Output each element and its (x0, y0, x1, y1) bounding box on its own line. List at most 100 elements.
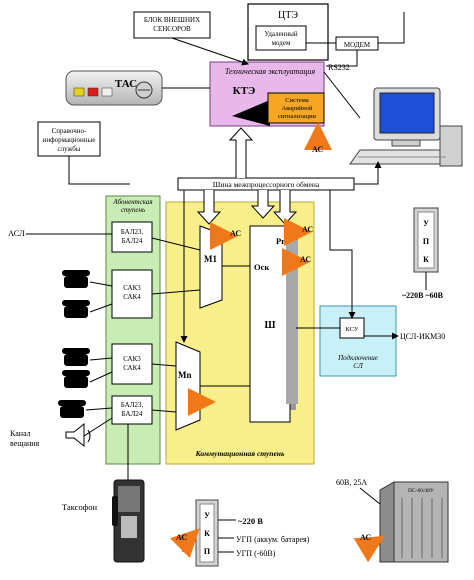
svg-text:Аварийной: Аварийной (282, 105, 313, 112)
svg-text:службы: службы (57, 145, 80, 153)
sak-mn-line (151, 363, 177, 367)
bus-pc-line (354, 161, 382, 185)
svg-text:БЛОК ВНЕШНИХ: БЛОК ВНЕШНИХ (144, 16, 200, 24)
svg-text:Коммутационная ступень: Коммутационная ступень (195, 449, 285, 458)
tse-block: ЦТЭ Удаленный модем (247, 3, 329, 61)
svg-text:БАЛ23,: БАЛ23, (121, 401, 144, 409)
trunk-connection-stage: Подключение СЛ КСУ (319, 305, 397, 377)
kte-block: Техническая эксплуатация КТЭ Система Ава… (209, 61, 325, 127)
svg-text:ступень: ступень (121, 206, 145, 214)
interprocessor-bus: Шина межпроцессорного обмена (177, 177, 355, 191)
svg-text:Канал: Канал (10, 429, 31, 438)
svg-text:САК3: САК3 (123, 284, 141, 292)
csl-label: ЦСЛ-ИКМ30 (400, 332, 445, 341)
external-sensors-block: БЛОК ВНЕШНИХ СЕНСОРОВ (133, 11, 211, 39)
svg-text:СЕНСОРОВ: СЕНСОРОВ (153, 25, 191, 33)
svg-text:ТАС: ТАС (115, 78, 137, 90)
svg-text:САК4: САК4 (123, 364, 141, 372)
modem-rs232-line (326, 50, 358, 67)
rs232-label: RS232 (328, 63, 350, 72)
bal-module-1: БАЛ23, БАЛ24 (111, 221, 153, 253)
svg-text:информационные: информационные (43, 136, 96, 144)
svg-text:Абонентская: Абонентская (112, 198, 152, 206)
svg-text:АС: АС (300, 255, 311, 264)
telephone-icon (62, 300, 90, 318)
phone-line (89, 281, 113, 287)
switching-field: Ш Оск (249, 225, 298, 423)
svg-text:САК3: САК3 (123, 355, 141, 363)
svg-text:БАЛ24: БАЛ24 (122, 410, 143, 418)
svg-text:К: К (204, 529, 210, 538)
upk-unit: У П К (413, 207, 439, 273)
svg-text:П: П (204, 547, 211, 556)
svg-text:ЦТЭ: ЦТЭ (278, 10, 298, 21)
svg-text:АС: АС (312, 145, 323, 154)
svg-text:КСУ: КСУ (345, 326, 358, 333)
svg-text:БАЛ24: БАЛ24 (122, 237, 143, 245)
ugp-60v-label: УГП (-60В) (236, 549, 276, 558)
svg-text:Техническая эксплуатация: Техническая эксплуатация (225, 67, 316, 76)
phone-line (89, 371, 113, 383)
reference-services-block: Справочно- информационные службы (37, 121, 101, 157)
ps-rating-line (359, 487, 381, 505)
svg-text:вещания: вещания (10, 439, 40, 448)
svg-text:Mn: Mn (178, 370, 192, 380)
svg-text:сигнализации: сигнализации (278, 113, 317, 120)
ukp-unit: У К П (195, 499, 219, 567)
osk-ac-input: АС (282, 248, 311, 276)
svg-text:У: У (204, 511, 210, 520)
svg-text:АС: АС (360, 533, 371, 542)
payphone-icon (112, 479, 145, 563)
tas-device: ТАС (65, 70, 163, 106)
phone-line (85, 407, 113, 411)
sensors-kte-line (171, 37, 249, 66)
phone-line (89, 303, 113, 313)
telephone-icon (62, 370, 90, 388)
bal-mn-line (151, 409, 177, 413)
computer-icon (349, 87, 463, 167)
svg-text:П: П (423, 237, 430, 246)
svg-text:САК4: САК4 (123, 293, 141, 301)
ukp-ac-input: АС (169, 528, 200, 559)
kte-pc-line (323, 71, 361, 119)
ukp-power-label: ~220 В (238, 516, 263, 526)
broadcast-channel: Канал вещания (10, 417, 113, 448)
svg-text:M1: M1 (204, 254, 217, 264)
phone-line (89, 357, 113, 361)
svg-text:АС: АС (176, 533, 187, 542)
pvz-block: Рвз (276, 236, 290, 246)
svg-text:Шина межпроцессорного обмена: Шина межпроцессорного обмена (213, 180, 320, 189)
bus-kte-arrow (228, 127, 254, 178)
svg-text:К: К (423, 255, 429, 264)
bal-m1-line (151, 237, 201, 251)
svg-text:АС: АС (230, 229, 241, 238)
alarm-ac-input: АС (304, 122, 332, 154)
svg-text:МОДЕМ: МОДЕМ (344, 41, 371, 49)
ps-rating-label: 60В, 25А (336, 478, 367, 487)
svg-text:БАЛ23,: БАЛ23, (121, 228, 144, 236)
sak-module-2: САК3 САК4 (111, 343, 153, 385)
svg-text:АС: АС (302, 225, 313, 234)
telephone-icon (62, 270, 90, 288)
modem-pc-line (378, 12, 405, 44)
asl-label: АСЛ (8, 228, 25, 238)
bal-module-2: БАЛ23, БАЛ24 (111, 395, 153, 425)
mn-ac-input (188, 388, 216, 416)
payphone-label: Таксофон (62, 502, 97, 512)
multiplexer-mn: Mn (175, 341, 201, 431)
svg-text:Подключение: Подключение (337, 354, 378, 362)
svg-text:модем: модем (272, 39, 291, 47)
telephone-icon (58, 400, 86, 418)
modem-block: МОДЕМ (335, 36, 379, 51)
bus-m1-arrow (196, 190, 222, 225)
svg-text:Система: Система (285, 97, 308, 104)
svg-text:СЛ: СЛ (353, 362, 364, 370)
ps-ac-input: АС (353, 533, 385, 563)
bus-ksu-line (329, 190, 356, 319)
svg-text:Ш: Ш (265, 320, 276, 331)
pvz-ac-input: АС (284, 218, 313, 246)
reference-bus-line (68, 156, 130, 185)
svg-text:У: У (423, 219, 429, 228)
svg-text:Справочно-: Справочно- (52, 127, 87, 135)
bus-switch-arrow (250, 190, 276, 219)
